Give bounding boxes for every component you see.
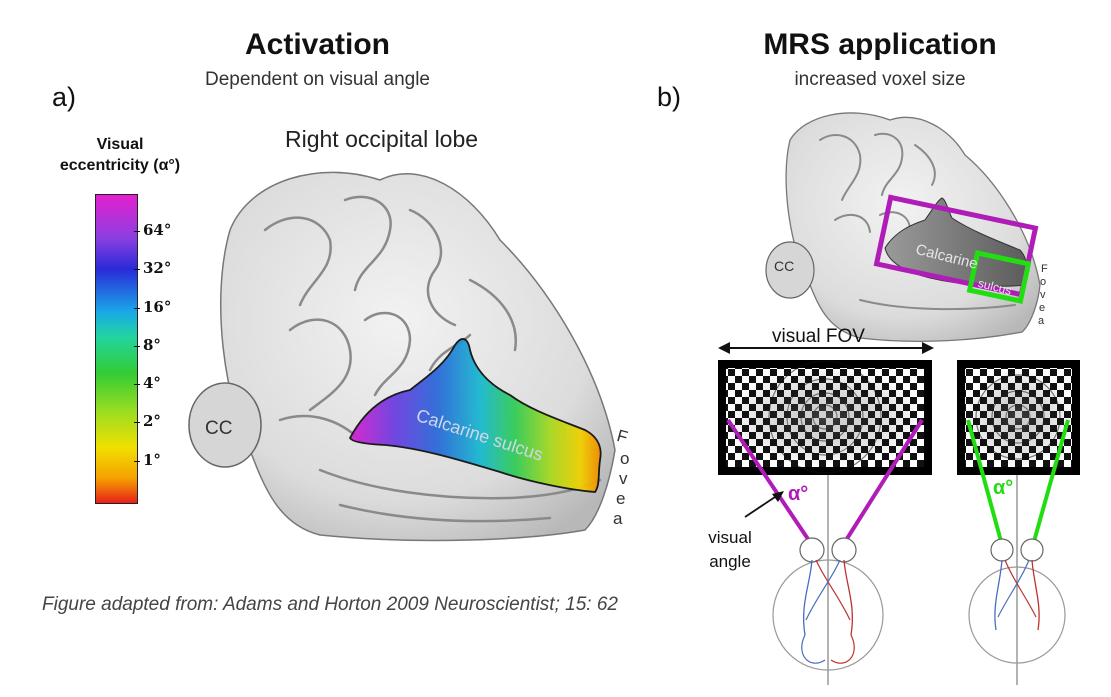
brain-title: Right occipital lobe [285,126,479,152]
colorbar-tick [134,422,140,423]
calcarine-activation [348,338,602,493]
visual-angle-diagram [718,360,1080,685]
fov-label: visual FOV [772,326,865,347]
cc-label: CC [205,418,233,439]
colorbar [95,194,138,504]
fovea-letter: v [619,469,628,488]
colorbar-tick [134,269,140,270]
small-voxel-box [966,250,1032,304]
colorbar-tick-label: 2° [143,412,161,430]
panel-b-label: b) [657,82,682,112]
alpha-label-small: α° [993,477,1014,499]
small-cc-label: CC [774,258,795,274]
panel-b-title: MRS application [763,28,997,61]
alpha-label-large: α° [788,483,809,505]
corpus-callosum-shape [188,382,262,468]
panel-b-subtitle: increased voxel size [794,69,966,90]
fovea-letter: a [613,509,623,528]
colorbar-tick [134,231,140,232]
colorbar-tick [134,308,140,309]
colorbar-title-line1: Visual [96,136,144,153]
colorbar-title-line2: eccentricity (α°) [59,157,181,174]
colorbar-title: Visual eccentricity (α°) [40,134,200,176]
colorbar-tick-label: 4° [143,374,161,392]
panel-a-label: a) [52,82,77,112]
colorbar-tick [134,346,140,347]
fovea-letter: a [1038,315,1045,327]
fovea-letter: v [1040,289,1046,301]
colorbar-tick-label: 64° [143,221,172,239]
colorbar-tick [134,384,140,385]
occipital-lobe-illustration [188,171,616,542]
fovea-letter: e [1039,302,1046,314]
visual-angle-line1: visual [708,528,752,547]
fovea-letter: o [1040,276,1047,288]
fovea-letter: F [1041,263,1048,275]
visual-angle-line2: angle [709,552,751,571]
small-calcarine-region [884,197,1028,287]
fovea-letter: o [620,449,630,468]
small-screen [957,360,1080,475]
figure-caption: Figure adapted from: Adams and Horton 20… [42,594,618,615]
colorbar-tick-label: 8° [143,336,161,354]
small-brain-illustration [765,112,1041,342]
head-schematic-left [772,537,884,671]
panel-a-title: Activation [244,28,391,61]
fovea-letter: e [616,489,626,508]
colorbar-tick [134,461,140,462]
colorbar-tick-label: 16° [143,298,172,316]
visual-angle-label: visual angle [700,526,760,574]
colorbar-tick-label: 32° [143,259,172,277]
colorbar-tick-label: 1° [143,451,161,469]
fov-arrow [718,342,934,354]
panel-a-subtitle: Dependent on visual angle [204,69,430,90]
head-schematic-right [968,538,1066,664]
